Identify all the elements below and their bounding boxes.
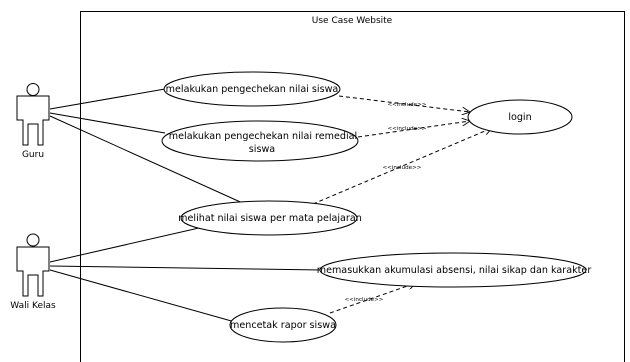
include-relations — [312, 95, 492, 314]
include-melihat-login — [312, 128, 492, 205]
use-case-absensi: memasukkan akumulasi absensi, nilai sika… — [317, 252, 592, 288]
actor-guru-label: Guru — [22, 150, 44, 160]
include-label-nilai: <<include>> — [387, 102, 426, 108]
assoc-guru-remedial — [49, 112, 166, 134]
assoc-guru-nilai — [49, 88, 166, 110]
use-case-label: melakukan pengechekan nilai siswa — [166, 84, 339, 95]
use-case-ellipse — [229, 307, 337, 343]
associations — [49, 88, 323, 323]
use-case-remedial: melakukan pengechekan nilai remedial sis… — [161, 120, 359, 162]
actor-wali-kelas-label: Wali Kelas — [10, 301, 56, 311]
use-case-label-line2: siswa — [249, 144, 275, 155]
include-label-rapor: <<include>> — [344, 297, 383, 303]
use-case-nilai: melakukan pengechekan nilai siswa — [163, 71, 341, 107]
include-label-remedial: <<include>> — [387, 126, 426, 132]
use-case-ellipse — [319, 252, 587, 288]
assoc-wali-absensi — [49, 265, 323, 271]
use-case-ellipse — [161, 120, 359, 162]
use-case-ellipse — [180, 200, 358, 236]
use-case-ellipse — [163, 71, 341, 107]
use-case-label-line1: melakukan pengechekan nilai remedial — [169, 131, 357, 142]
use-case-label: melihat nilai siswa per mata pelajaran — [178, 213, 362, 224]
actor-head — [26, 233, 40, 247]
include-rapor-absensi — [329, 283, 416, 314]
use-case-label: mencetak rapor siswa — [230, 320, 336, 331]
use-case-label: login — [508, 112, 531, 123]
use-case-login: login — [467, 99, 573, 135]
use-case-ellipse — [467, 99, 573, 135]
include-label-melihat: <<include>> — [382, 165, 421, 171]
actor-guru — [16, 83, 50, 146]
actor-body — [16, 95, 50, 146]
include-nilai-login — [338, 95, 470, 112]
assoc-guru-melihat — [49, 115, 248, 206]
actor-body — [16, 246, 50, 297]
use-case-melihat: melihat nilai siswa per mata pelajaran — [178, 200, 362, 236]
include-remedial-login — [357, 121, 470, 138]
assoc-wali-rapor — [49, 269, 236, 323]
system-title: Use Case Website — [312, 16, 393, 26]
actor-wali-kelas — [16, 233, 50, 297]
actor-head — [26, 83, 40, 96]
assoc-wali-melihat — [49, 224, 213, 263]
use-case-rapor: mencetak rapor siswa — [229, 307, 337, 343]
use-case-label: memasukkan akumulasi absensi, nilai sika… — [317, 265, 592, 276]
